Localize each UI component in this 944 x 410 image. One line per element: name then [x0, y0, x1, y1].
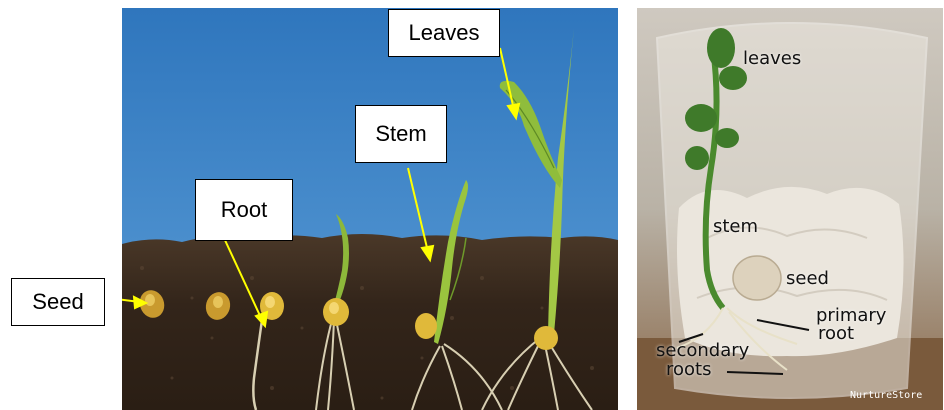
photo-seed-label: seed — [786, 268, 829, 289]
primary-root-line2: root — [816, 325, 886, 343]
root-callout: Root — [195, 179, 293, 241]
soil — [122, 234, 618, 410]
root-label: Root — [221, 197, 267, 223]
photo-leaves-label: leaves — [743, 48, 801, 69]
stem-label: Stem — [375, 121, 426, 147]
pea-seed — [733, 256, 781, 300]
secondary-roots-line2: roots — [656, 360, 749, 379]
photo-secondary-roots-label: secondary roots — [656, 341, 749, 379]
photo-credit: NurtureStore — [850, 390, 922, 401]
leaves-callout: Leaves — [388, 9, 500, 57]
seed-label: Seed — [32, 289, 83, 315]
stem-callout: Stem — [355, 105, 447, 163]
photo-stem-label: stem — [713, 216, 758, 237]
seed-callout: Seed — [11, 278, 105, 326]
photo-primary-root-label: primary root — [816, 307, 886, 343]
leaves-label: Leaves — [409, 20, 480, 46]
secondary-roots-line1: secondary — [656, 341, 749, 360]
